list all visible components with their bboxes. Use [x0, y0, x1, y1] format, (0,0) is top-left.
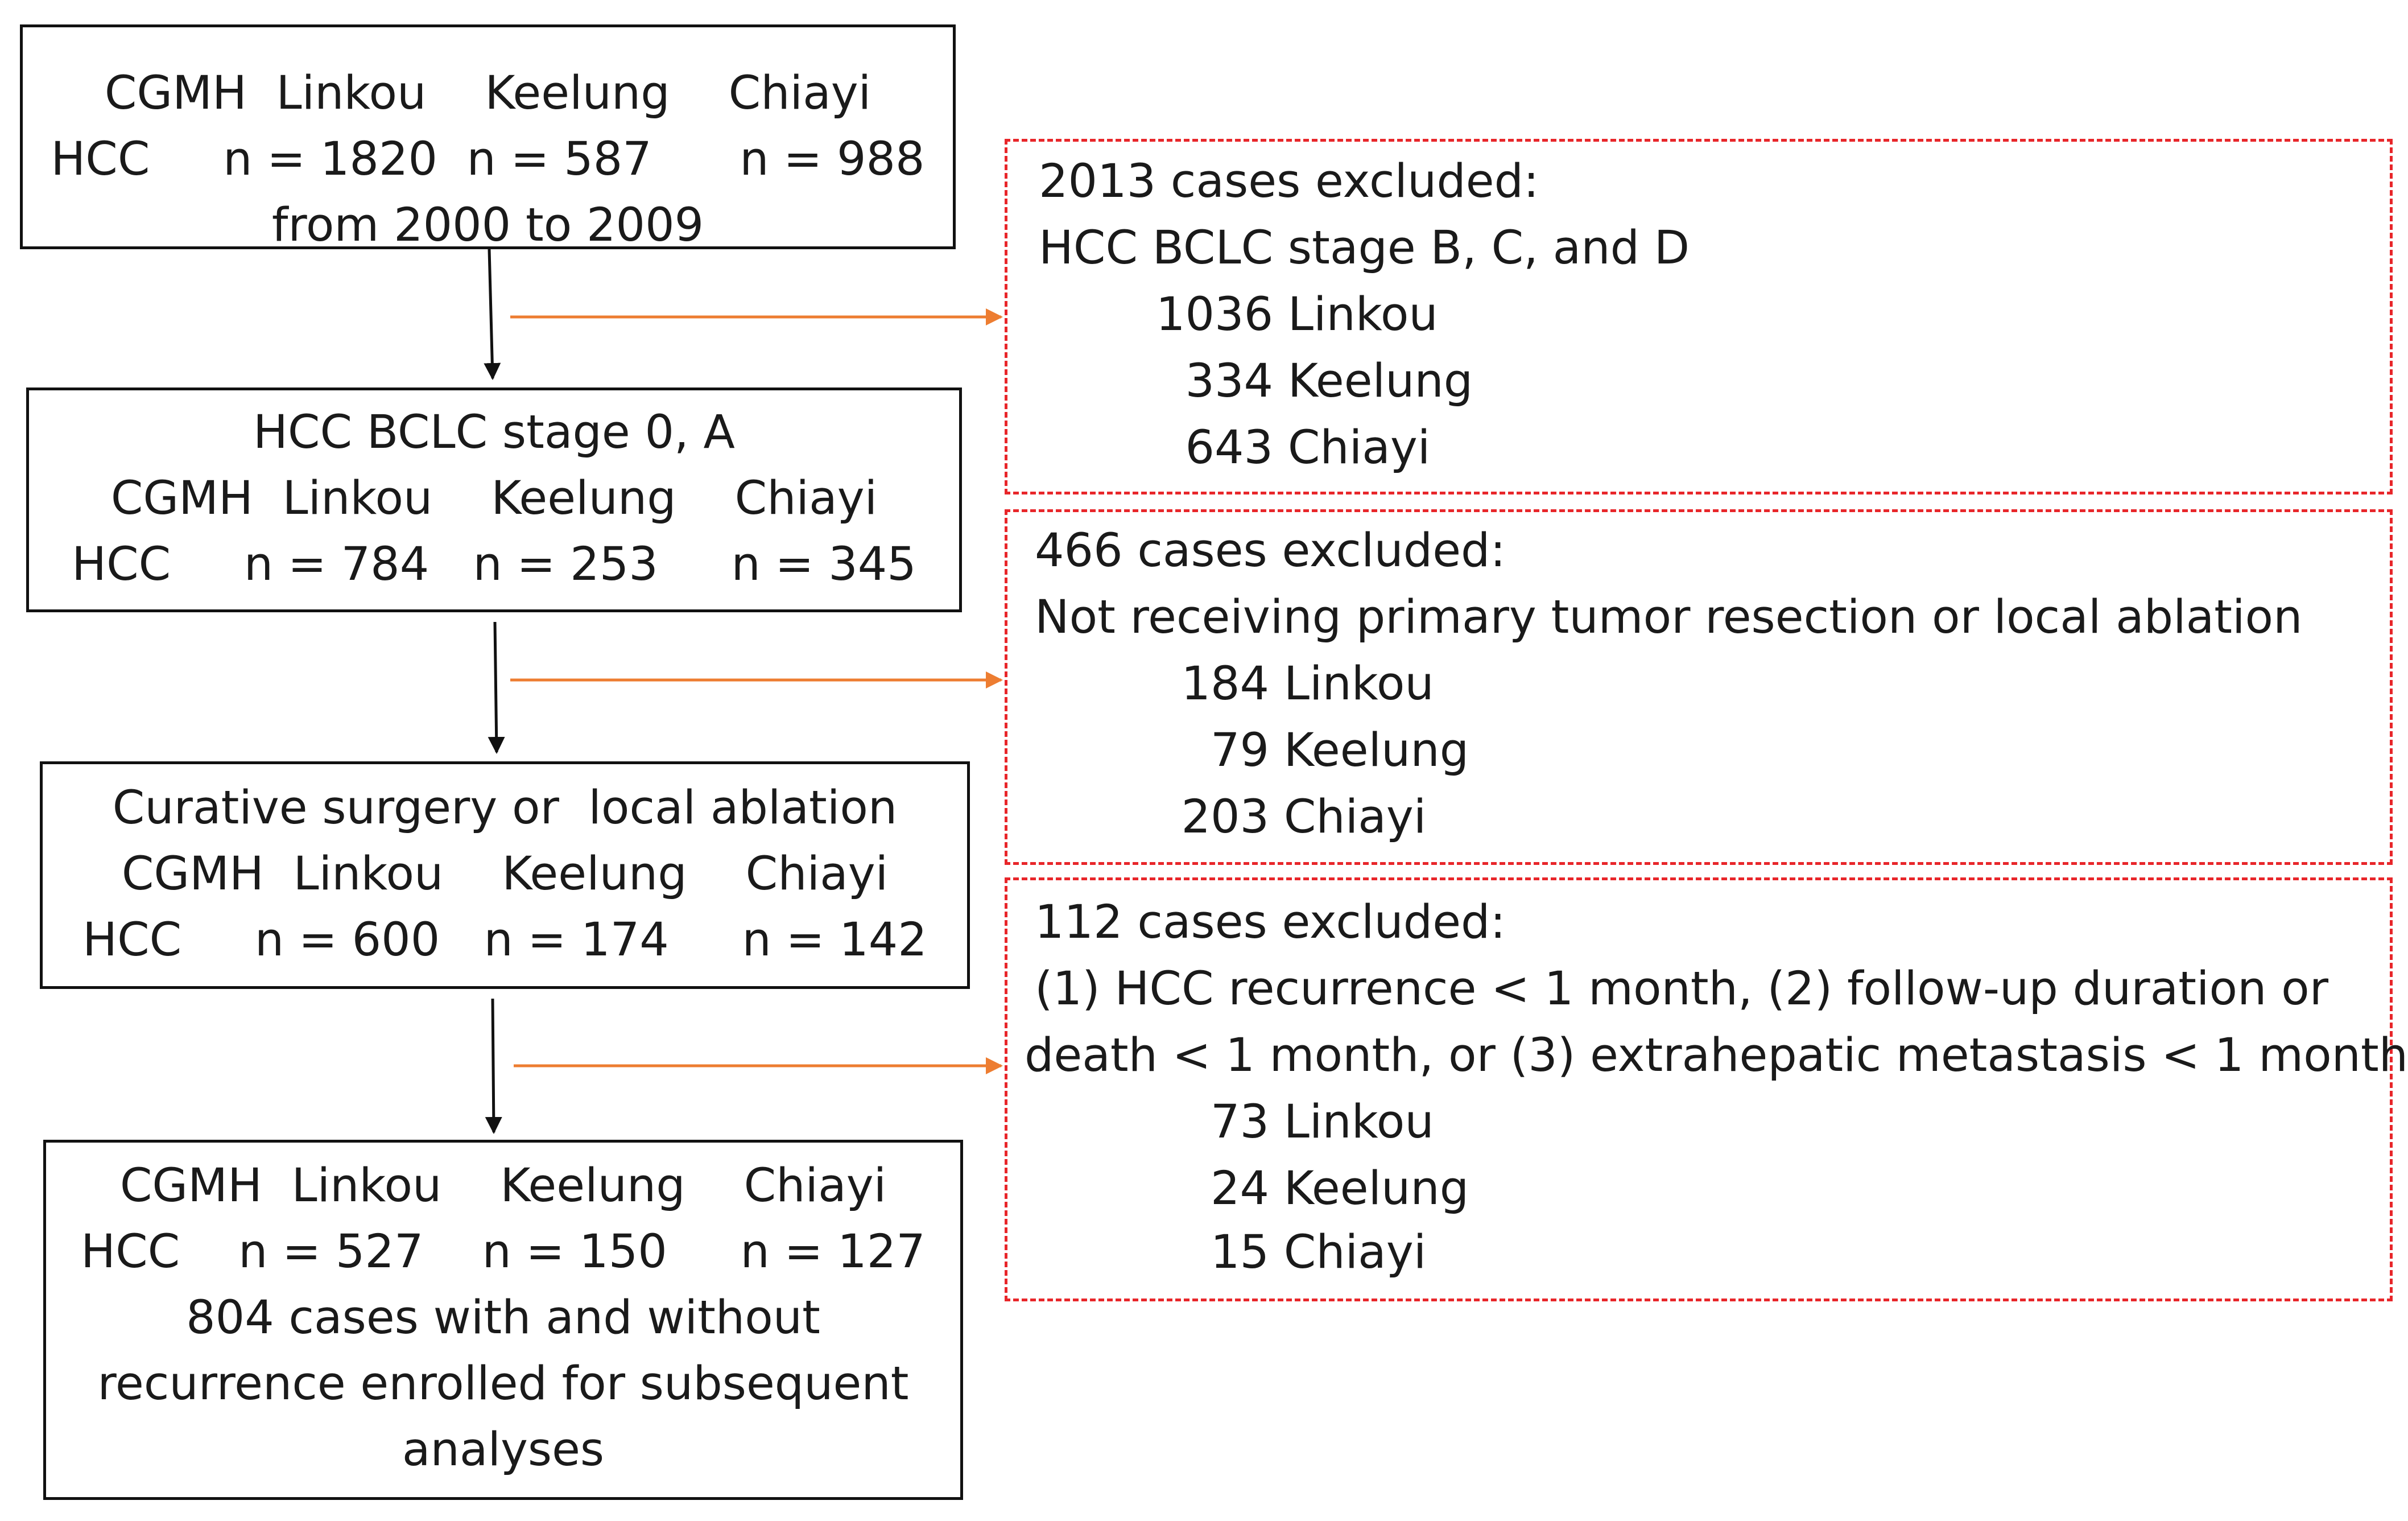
exclusion-3-line-1: 112 cases excluded:	[1035, 896, 1506, 949]
exclusion-1-line-2: HCC BCLC stage B, C, and D	[1039, 221, 1690, 275]
arrow-down-3	[485, 998, 502, 1134]
step-1-line-2: HCC n = 1820 n = 587 n = 988	[51, 133, 925, 186]
step-3-line-2: CGMH Linkou Keelung Chiayi	[121, 847, 889, 901]
exclusion-3-line-2: (1) HCC recurrence < 1 month, (2) follow…	[1035, 962, 2329, 1016]
exclusion-box-early-events: 112 cases excluded: (1) HCC recurrence <…	[1005, 877, 2408, 1301]
exclusion-2-line-3: 184 Linkou	[1035, 657, 1434, 711]
exclusion-2-line-4: 79 Keelung	[1035, 724, 1469, 777]
exclusion-3-line-4: 73 Linkou	[1035, 1095, 1434, 1149]
step-2-line-2: CGMH Linkou Keelung Chiayi	[110, 472, 878, 525]
exclusion-2-line-2: Not receiving primary tumor resection or…	[1035, 591, 2303, 644]
exclusion-1-line-5: 643 Chiayi	[1039, 421, 1431, 475]
exclusion-1-line-4: 334 Keelung	[1039, 355, 1473, 408]
exclusion-1-line-3: 1036 Linkou	[1039, 288, 1438, 341]
step-box-curative-treatment: Curative surgery or local ablation CGMH …	[40, 761, 970, 989]
step-3-line-1: Curative surgery or local ablation	[112, 781, 898, 835]
arrow-down-2	[488, 621, 505, 754]
exclusion-2-line-1: 466 cases excluded:	[1035, 524, 1506, 578]
step-4-line-1: CGMH Linkou Keelung Chiayi	[119, 1159, 887, 1213]
exclusion-3-line-5: 24 Keelung	[1035, 1162, 1469, 1215]
step-box-initial-cohort: CGMH Linkou Keelung Chiayi HCC n = 1820 …	[20, 24, 956, 249]
exclusion-box-bclc-stage: 2013 cases excluded: HCC BCLC stage B, C…	[1005, 139, 2393, 494]
step-4-line-5: analyses	[402, 1423, 605, 1477]
step-box-bclc-stage: HCC BCLC stage 0, A CGMH Linkou Keelung …	[26, 388, 962, 612]
exclusion-3-line-6: 15 Chiayi	[1035, 1226, 1427, 1279]
exclusion-box-no-resection: 466 cases excluded: Not receiving primar…	[1005, 509, 2393, 865]
step-box-enrolled-cohort: CGMH Linkou Keelung Chiayi HCC n = 527 n…	[43, 1140, 963, 1500]
step-4-line-3: 804 cases with and without	[186, 1291, 820, 1345]
step-1-line-3: from 2000 to 2009	[271, 199, 704, 252]
exclusion-1-line-1: 2013 cases excluded:	[1039, 155, 1539, 208]
arrow-down-1	[484, 249, 501, 380]
step-2-line-3: HCC n = 784 n = 253 n = 345	[72, 538, 916, 591]
step-4-line-2: HCC n = 527 n = 150 n = 127	[81, 1225, 926, 1279]
step-1-line-1: CGMH Linkou Keelung Chiayi	[104, 67, 871, 120]
step-4-line-4: recurrence enrolled for subsequent	[97, 1357, 909, 1411]
exclusion-3-line-3: death < 1 month, or (3) extrahepatic met…	[1025, 1029, 2408, 1082]
exclusion-2-line-5: 203 Chiayi	[1035, 790, 1427, 844]
step-2-line-1: HCC BCLC stage 0, A	[253, 406, 735, 459]
step-3-line-3: HCC n = 600 n = 174 n = 142	[82, 913, 927, 967]
